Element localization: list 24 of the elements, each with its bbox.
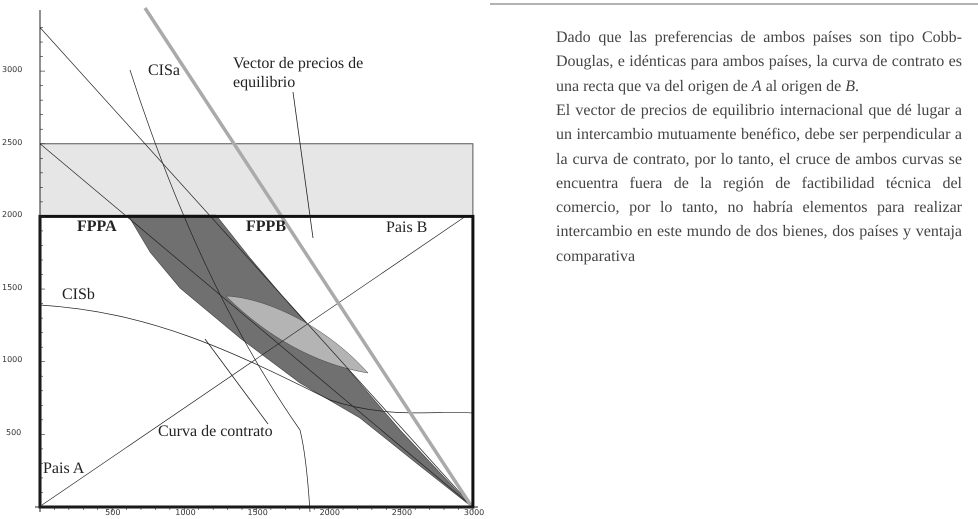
tick-label: 2000 <box>320 508 340 517</box>
curve-label: Pais B <box>386 219 428 237</box>
tick-label: 2500 <box>392 508 412 517</box>
tick-label: 3000 <box>2 65 22 74</box>
curve-label: CISa <box>148 62 180 80</box>
tick-label: 1500 <box>247 508 268 517</box>
paragraph: Dado que las preferencias de ambos países son tipo Cobb-Douglas, e idénticas para ambos países, la curva de contrato es una recta que va del origen de A al origen de B. <box>556 28 962 97</box>
curve-label: FPPA <box>77 218 117 236</box>
tick-label: 500 <box>105 508 120 517</box>
curve-label: Curva de contrato <box>158 422 298 441</box>
curve-label: Vector de precios de equilibrio <box>233 54 383 92</box>
curve-label: Pais A <box>43 460 84 478</box>
curve-label: FPPB <box>246 218 286 236</box>
tick-label: 1500 <box>2 283 22 292</box>
paragraph: El vector de precios de equilibrio internacional que dé lugar a un intercambio mutuamente benéfico, debe ser perpendicular a la curva de contrato, por lo tanto, el cruce de ambos curvas se encuentra fuera de la región de factibilidad técnica del comercio, por lo tanto, no habría elementos para realizar intercambio en este mundo de dos bienes, dos países y ventaja comparativa <box>556 101 962 267</box>
leader-line <box>292 92 314 238</box>
tick-label: 1000 <box>2 355 22 364</box>
tick-label: 1000 <box>175 508 196 517</box>
tick-label: 2500 <box>2 138 22 147</box>
tick-label: 2000 <box>2 210 22 219</box>
tick-label: 500 <box>6 428 22 437</box>
curve-label: CISb <box>62 286 95 304</box>
tick-label: 3000 <box>464 508 484 517</box>
leader-line <box>204 338 268 424</box>
